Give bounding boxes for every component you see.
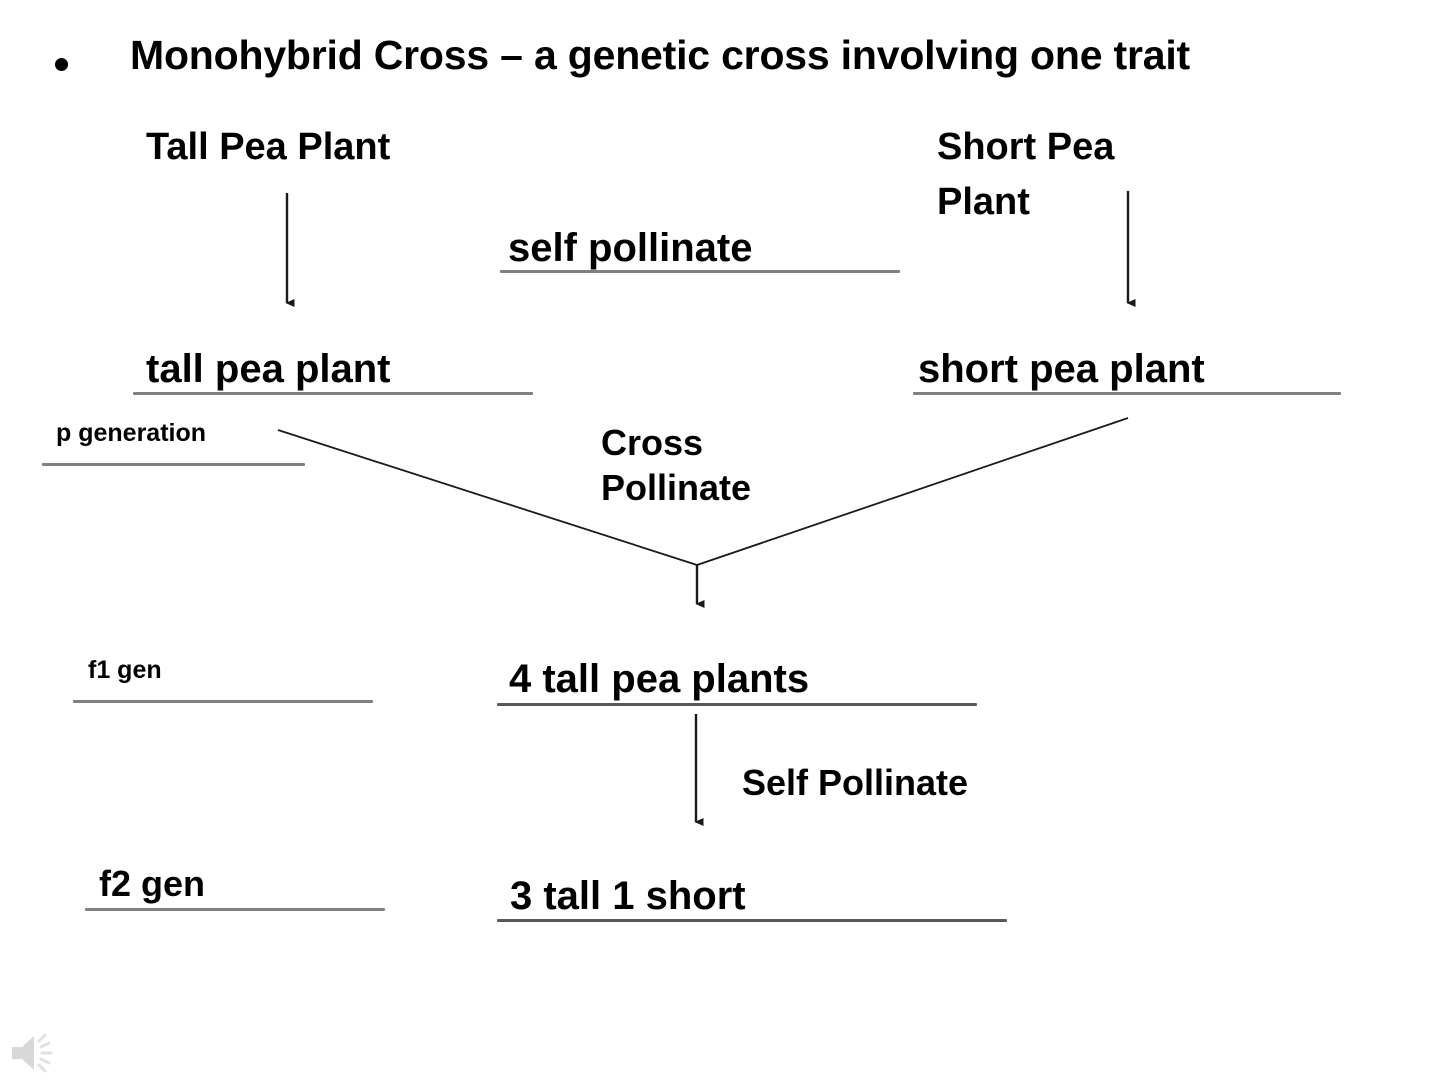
self-pollinate-label-bottom: Self Pollinate — [742, 762, 969, 803]
f1-result-rule — [497, 703, 977, 706]
p-generation-rule — [42, 463, 305, 466]
f1-result-answer: 4 tall pea plants — [509, 657, 810, 701]
f2-generation-label: f2 gen — [99, 863, 206, 904]
p-generation-label: p generation — [56, 419, 207, 447]
short-parent-header: Short Pea Plant — [937, 126, 1115, 224]
f1-generation-label: f1 gen — [88, 656, 162, 684]
bullet-icon — [55, 58, 68, 71]
page-title: Monohybrid Cross – a genetic cross invol… — [130, 32, 1190, 78]
self-pollinate-label-top: self pollinate — [508, 226, 753, 270]
tall-parent-header: Tall Pea Plant — [146, 126, 391, 168]
short-pea-plant-rule — [913, 392, 1341, 395]
speaker-icon[interactable] — [8, 1030, 68, 1076]
tall-pea-plant-answer: tall pea plant — [146, 347, 391, 391]
f1-generation-rule — [73, 700, 373, 703]
self-pollinate-top-rule — [500, 270, 900, 273]
f2-result-rule — [497, 919, 1007, 922]
slide-title-row: Monohybrid Cross – a genetic cross invol… — [55, 32, 1415, 79]
cross-pollinate-label: Cross Pollinate — [601, 422, 752, 508]
tall-pea-plant-rule — [133, 392, 533, 395]
f2-generation-rule — [85, 908, 385, 911]
short-pea-plant-answer: short pea plant — [918, 347, 1205, 391]
f2-result-answer: 3 tall 1 short — [510, 874, 746, 918]
